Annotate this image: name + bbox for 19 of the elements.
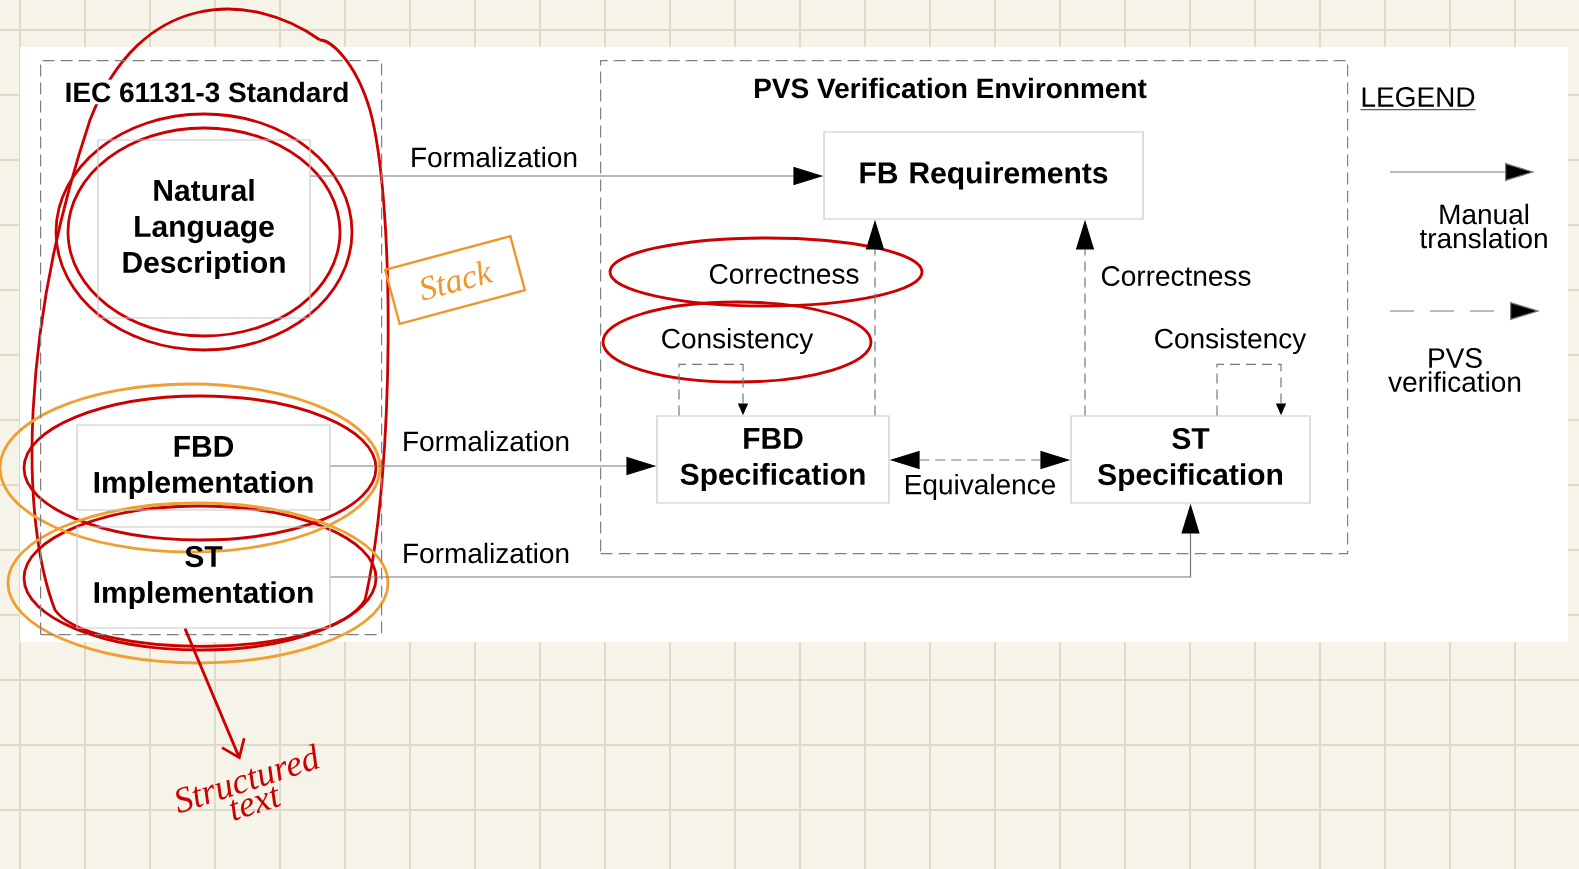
legend-heading: LEGEND: [1360, 87, 1476, 111]
edge-label: Correctness: [709, 264, 859, 284]
edge-label: Formalization: [412, 146, 577, 168]
edge-label: Correctness: [1101, 266, 1251, 286]
edge-label: Formalization: [404, 542, 569, 564]
legend-text: Manual translation: [1419, 203, 1547, 249]
legend-text: PVS verification: [1388, 348, 1521, 392]
edge-label: Equivalence: [906, 473, 1055, 501]
edge-label: Formalization: [404, 430, 569, 452]
process-box: FBD Implementation: [76, 424, 331, 511]
edge-label: Consistency: [662, 327, 814, 355]
process-box: FB Requirements: [823, 131, 1144, 220]
process-box: Natural Language Description: [97, 139, 311, 319]
arrow: [678, 363, 749, 416]
arrow: [183, 628, 246, 760]
process-box: FBD Specification: [656, 415, 890, 504]
arrow: [1216, 363, 1287, 416]
process-box: ST Specification: [1070, 415, 1311, 504]
edge-label: Consistency: [1155, 327, 1307, 355]
